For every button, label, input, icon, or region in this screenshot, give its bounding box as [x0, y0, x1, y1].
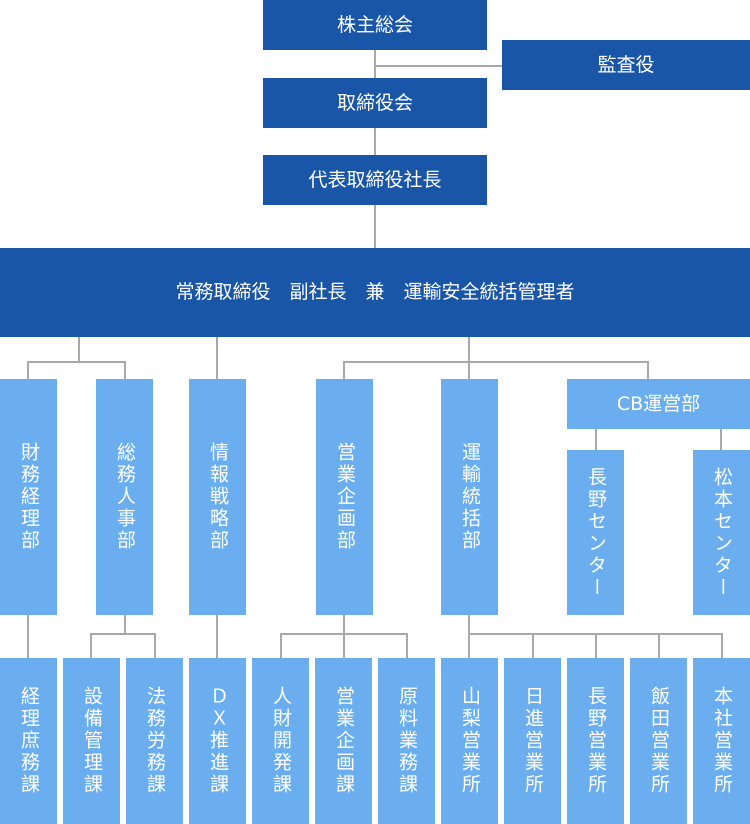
dept-cb-ops-label: CB運営部: [616, 392, 701, 415]
dept-transport-box: 運輸統括部: [441, 379, 498, 615]
dept-transport-label: 運輸統括部: [459, 442, 481, 552]
section-cost-ops-label: 原料業務課: [396, 686, 418, 796]
section-sales-plan-box: 営業企画課: [315, 658, 372, 824]
shareholders-box: 株主総会: [263, 0, 487, 50]
dept-finance-label: 財務経理部: [18, 442, 40, 552]
dept-info-strategy-box: 情報戦略部: [189, 379, 246, 615]
section-facilities-box: 設備管理課: [63, 658, 120, 824]
office-iida-label: 飯田営業所: [648, 686, 670, 796]
section-dx-label: ＤＸ推進課: [207, 686, 229, 796]
office-yamanashi-label: 山梨営業所: [459, 686, 481, 796]
auditor-label: 監査役: [597, 53, 655, 76]
section-hr-dev-box: 人財開発課: [252, 658, 309, 824]
dept-info-strategy-label: 情報戦略部: [207, 442, 229, 552]
office-nisshin-label: 日進営業所: [522, 686, 544, 796]
office-head-label: 本社営業所: [711, 686, 733, 796]
dept-sales-planning-label: 営業企画部: [334, 442, 356, 552]
office-yamanashi-box: 山梨営業所: [441, 658, 498, 824]
nagano-center-label: 長野センター: [585, 466, 607, 599]
office-nagano-label: 長野営業所: [585, 686, 607, 796]
board-box: 取締役会: [263, 78, 487, 128]
matsumoto-center-box: 松本センター: [693, 450, 750, 615]
vp-label: 常務取締役 副社長 兼 運輸安全統括管理者: [175, 281, 575, 303]
dept-finance-box: 財務経理部: [0, 379, 57, 615]
section-accounting-label: 経理庶務課: [18, 686, 40, 796]
office-nisshin-box: 日進営業所: [504, 658, 561, 824]
section-dx-box: ＤＸ推進課: [189, 658, 246, 824]
dept-cb-ops-box: CB運営部: [567, 379, 750, 429]
section-cost-ops-box: 原料業務課: [378, 658, 435, 824]
nagano-center-box: 長野センター: [567, 450, 624, 615]
section-hr-dev-label: 人財開発課: [270, 686, 292, 796]
dept-general-affairs-label: 総務人事部: [114, 442, 136, 552]
section-accounting-box: 経理庶務課: [0, 658, 57, 824]
president-box: 代表取締役社長: [263, 155, 487, 205]
dept-sales-planning-box: 営業企画部: [316, 379, 373, 615]
vp-box: 常務取締役 副社長 兼 運輸安全統括管理者: [0, 248, 750, 337]
office-head-box: 本社営業所: [693, 658, 750, 824]
section-legal-labor-box: 法務労務課: [126, 658, 183, 824]
auditor-box: 監査役: [502, 40, 750, 90]
section-sales-plan-label: 営業企画課: [333, 686, 355, 796]
office-nagano-box: 長野営業所: [567, 658, 624, 824]
matsumoto-center-label: 松本センター: [711, 466, 733, 599]
section-legal-labor-label: 法務労務課: [144, 686, 166, 796]
section-facilities-label: 設備管理課: [81, 686, 103, 796]
shareholders-label: 株主総会: [336, 13, 413, 36]
dept-general-affairs-box: 総務人事部: [96, 379, 153, 615]
board-label: 取締役会: [336, 91, 413, 114]
office-iida-box: 飯田営業所: [630, 658, 687, 824]
president-label: 代表取締役社長: [308, 168, 442, 191]
